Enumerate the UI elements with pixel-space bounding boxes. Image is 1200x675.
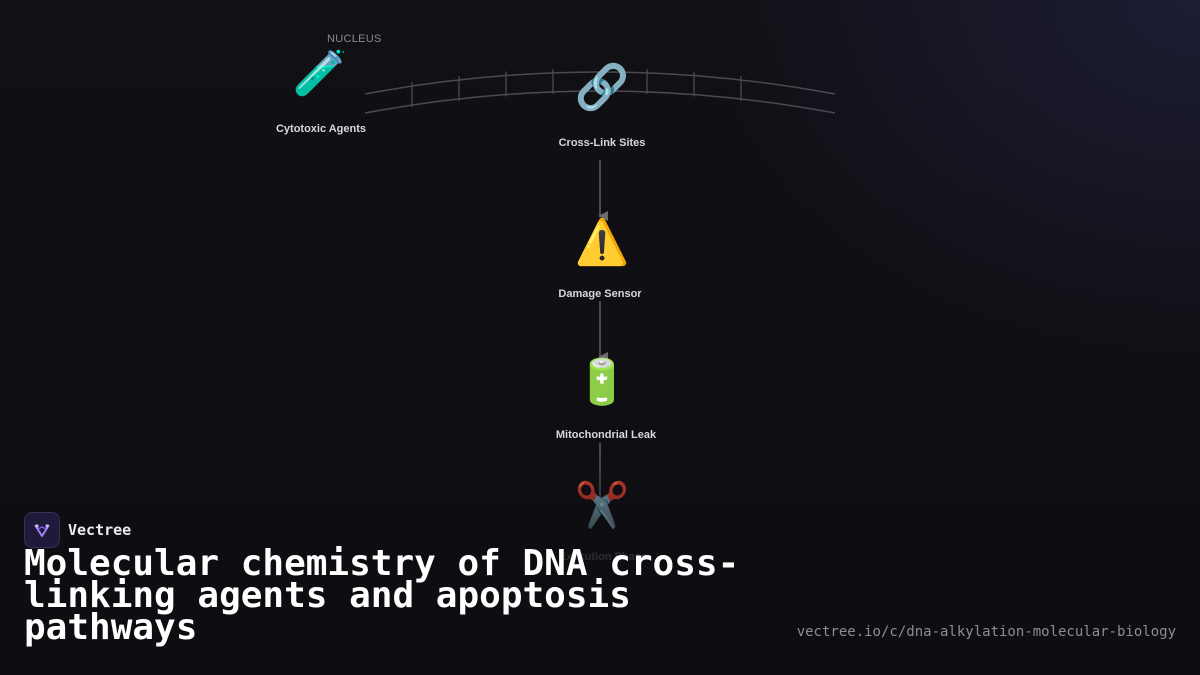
node-label: Damage Sensor <box>558 288 642 300</box>
scissors-icon: ✂️ <box>575 478 630 531</box>
brand-name: Vectree <box>68 521 132 539</box>
test-tube-icon: 🧪 <box>293 48 348 99</box>
node-sensor[interactable]: ⚠️ Damage Sensor <box>558 217 642 300</box>
page-title: Molecular chemistry of DNA cross-linking… <box>24 543 740 648</box>
link-icon: 🔗 <box>575 60 630 113</box>
node-crosslink[interactable]: 🔗 Cross-Link Sites <box>559 60 646 149</box>
battery-icon: 🔋 <box>575 357 630 408</box>
node-label: Cross-Link Sites <box>559 137 646 149</box>
source-url[interactable]: vectree.io/c/dna-alkylation-molecular-bi… <box>796 624 1176 640</box>
nucleus-label: NUCLEUS <box>327 33 382 45</box>
vectree-logo-icon <box>24 512 60 548</box>
node-cytotoxic[interactable]: 🧪 Cytotoxic Agents <box>276 48 366 135</box>
node-label: Cytotoxic Agents <box>276 123 366 135</box>
dna-strand <box>364 68 836 114</box>
brand[interactable]: Vectree <box>24 512 131 548</box>
node-label: Mitochondrial Leak <box>556 429 657 441</box>
warning-icon: ⚠️ <box>575 217 630 268</box>
node-mito[interactable]: 🔋 Mitochondrial Leak <box>556 357 657 441</box>
